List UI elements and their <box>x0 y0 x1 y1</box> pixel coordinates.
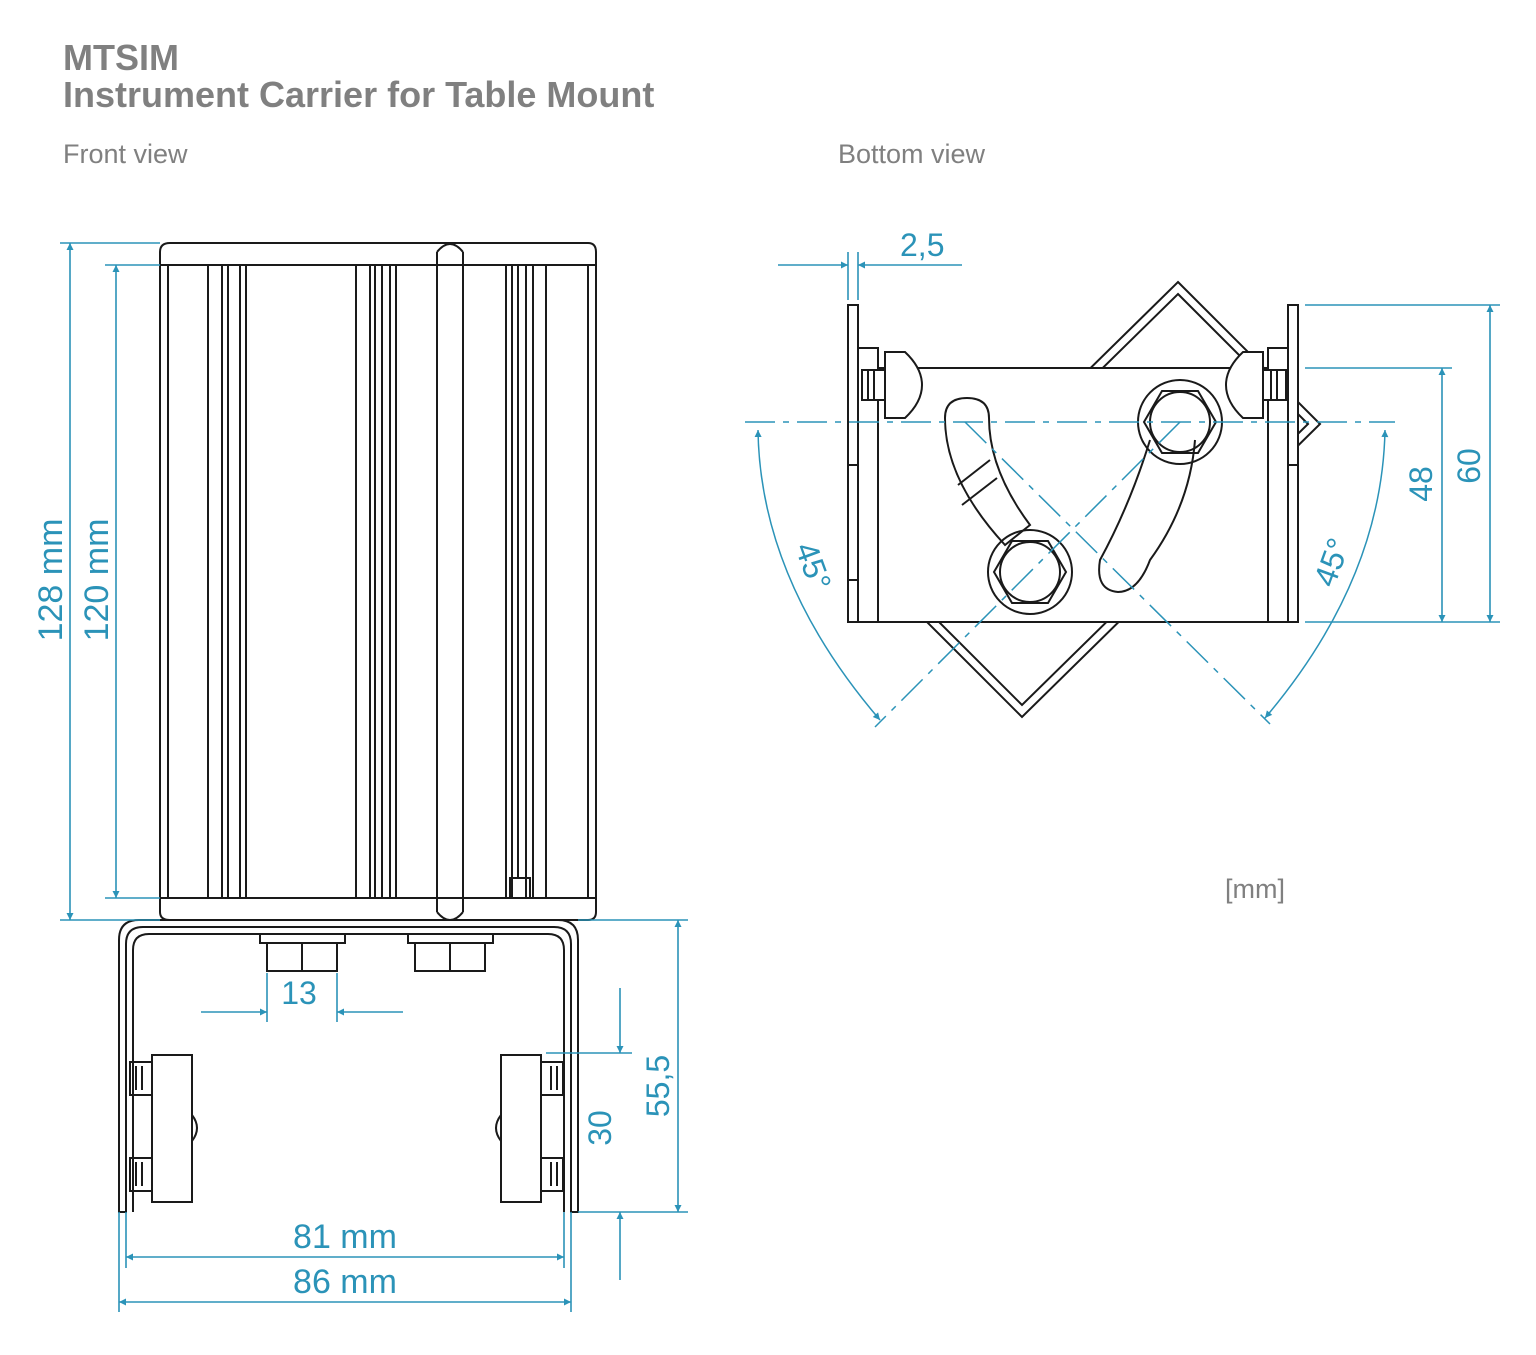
instrument-housing <box>159 242 597 921</box>
side-wall-right <box>1287 304 1299 623</box>
angle-arc-right <box>1264 429 1389 719</box>
angle-label-left: 45° <box>788 537 838 595</box>
clamp-screw-left <box>884 351 924 419</box>
front-view <box>118 242 597 1213</box>
angle-label-right: 45° <box>1306 533 1356 591</box>
dim-width-outer: 86 mm <box>293 1263 397 1301</box>
clamp-left <box>129 1054 198 1203</box>
bottom-center-lines <box>745 421 1395 728</box>
product-subtitle: Instrument Carrier for Table Mount <box>63 74 655 115</box>
bottom-dimensions <box>778 252 1500 623</box>
dim-clamp-height: 30 <box>582 1110 618 1146</box>
side-wall-left <box>847 304 859 623</box>
hex-nut-left <box>259 933 346 972</box>
units-label: [mm] <box>1225 874 1285 904</box>
hex-nut-right <box>407 933 494 972</box>
clamp-screw-right <box>1224 351 1264 419</box>
dim-bottom-height-inner: 48 <box>1403 466 1439 502</box>
front-dimensions <box>60 242 688 1312</box>
clamp-right <box>495 1054 564 1203</box>
dim-width-inner: 81 mm <box>293 1218 397 1256</box>
front-view-label: Front view <box>63 139 188 169</box>
angle-arc-left <box>754 429 881 721</box>
curved-slot-left <box>943 396 1032 547</box>
dim-bottom-height-outer: 60 <box>1451 448 1487 484</box>
u-bracket <box>118 919 579 1213</box>
bottom-view <box>847 280 1322 719</box>
carrier-plate <box>847 367 1299 623</box>
dim-nut-width: 13 <box>281 975 317 1011</box>
curved-slot-right <box>1098 439 1196 594</box>
dim-height-total: 128 mm <box>32 519 70 642</box>
bolt-lower <box>987 529 1073 615</box>
dim-plate-thickness: 2,5 <box>900 227 944 263</box>
product-title: MTSIM <box>63 37 179 78</box>
bottom-view-label: Bottom view <box>838 139 986 169</box>
dim-height-inner: 120 mm <box>78 519 116 642</box>
dim-bracket-height: 55,5 <box>640 1055 676 1117</box>
